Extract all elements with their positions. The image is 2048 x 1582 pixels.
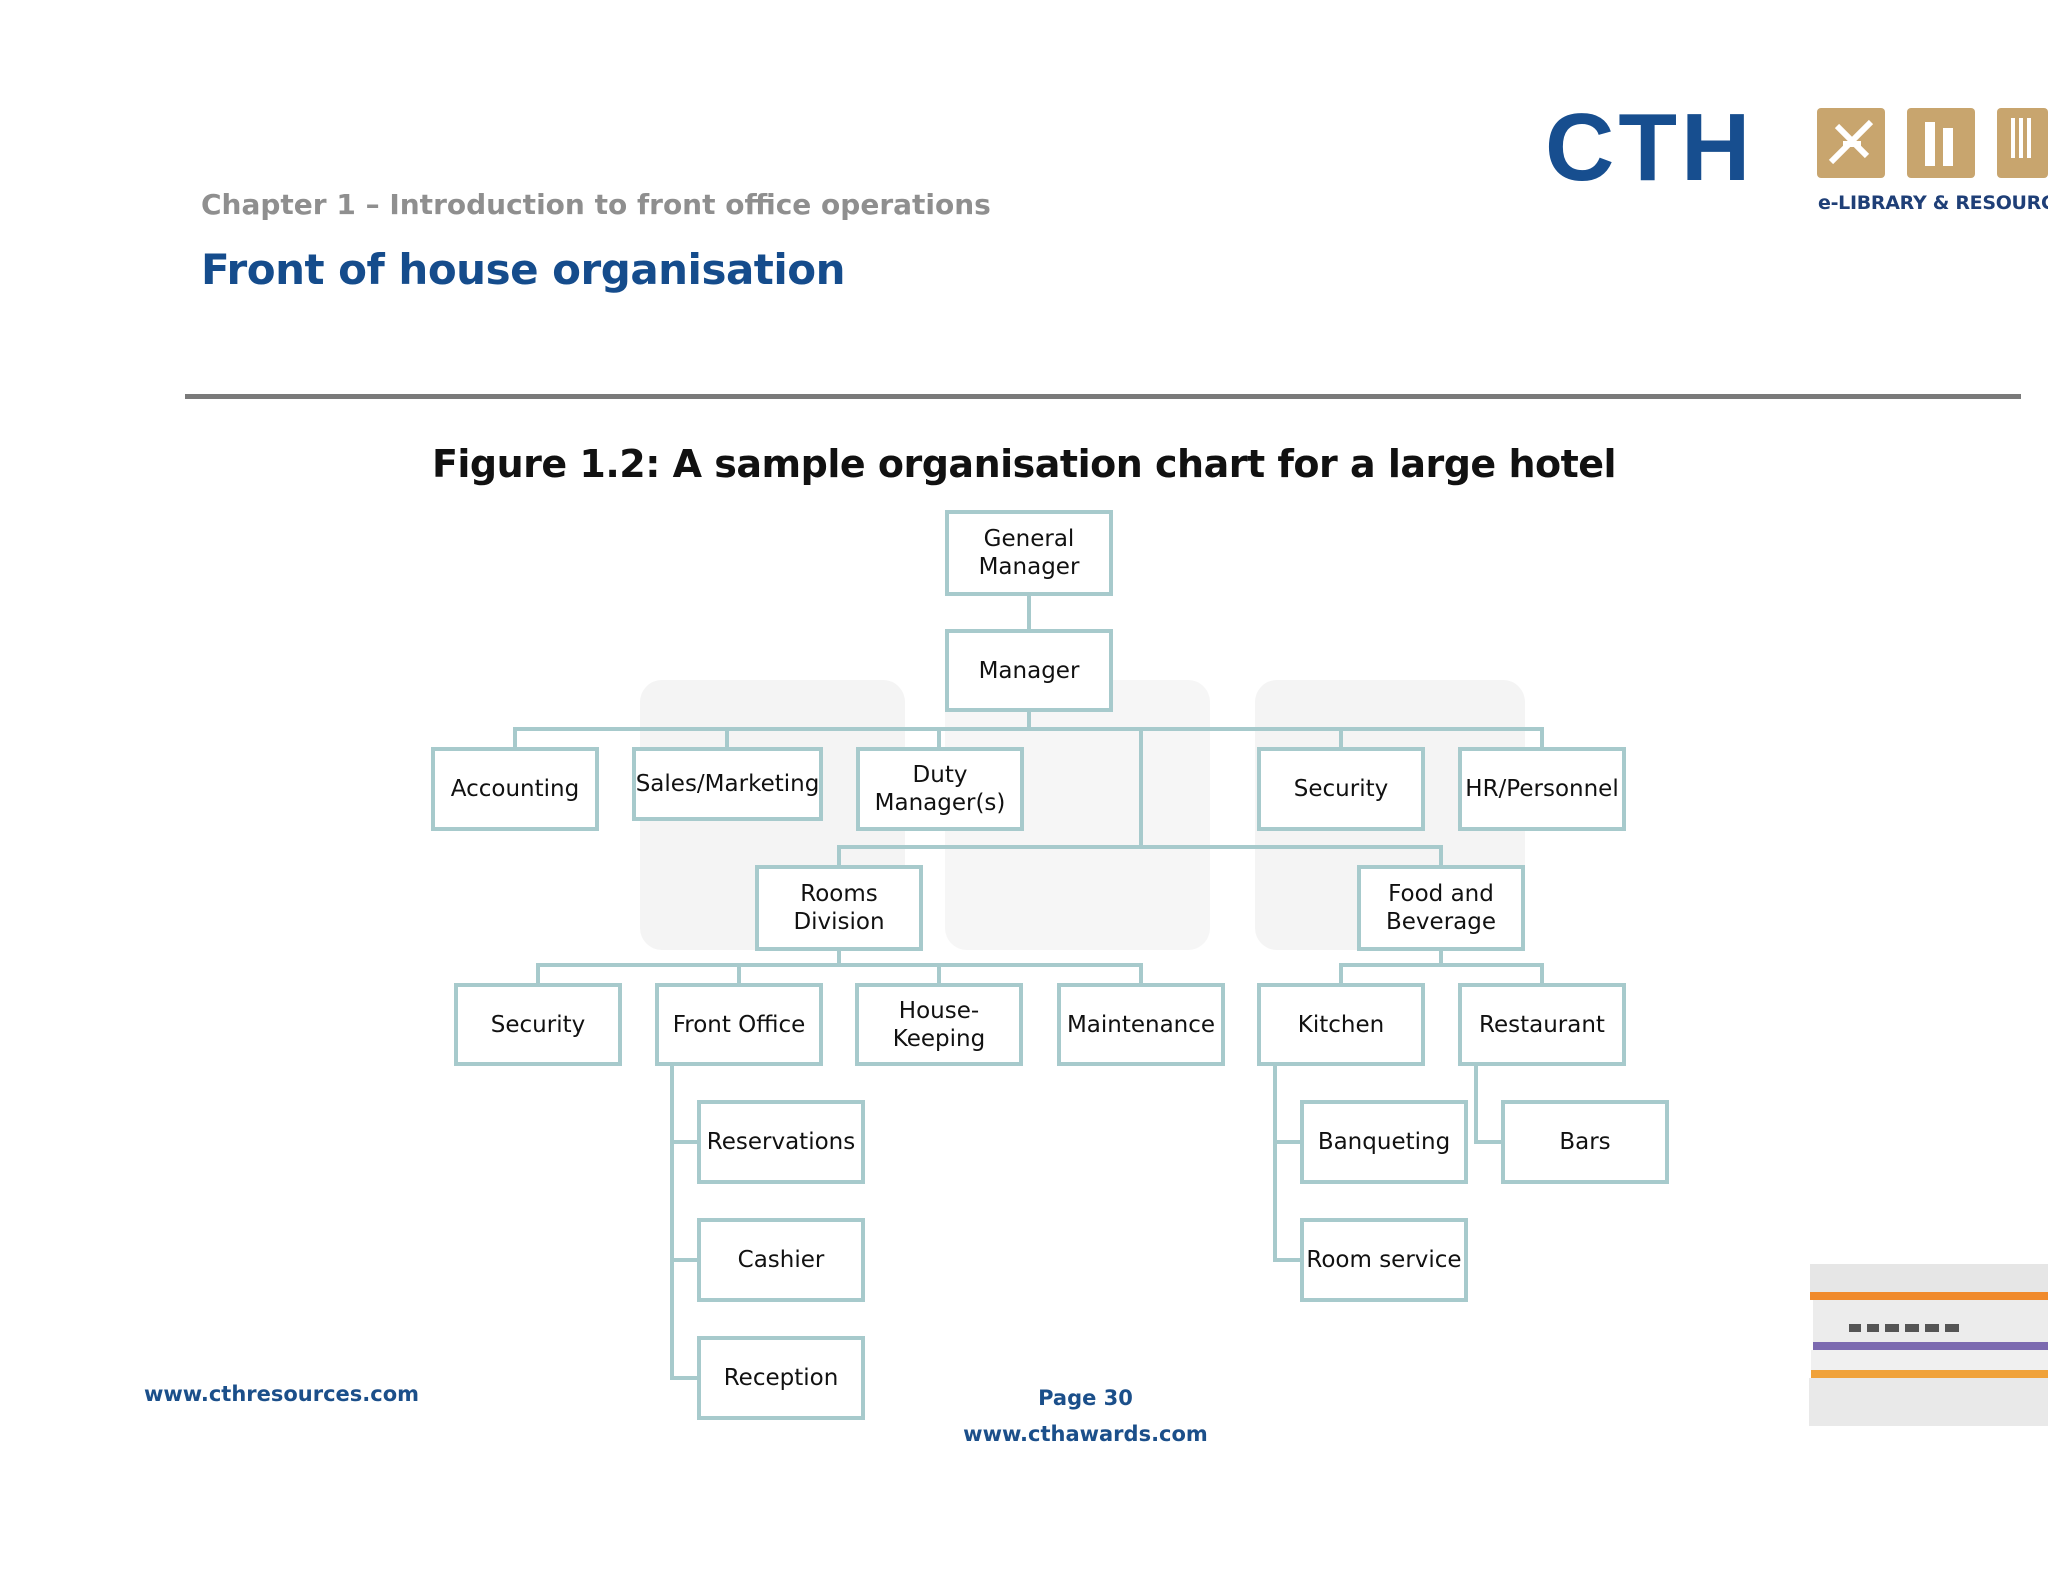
node-kitchen: Kitchen <box>1257 983 1425 1066</box>
node-security-rooms: Security <box>454 983 622 1066</box>
node-room-service: Room service <box>1300 1218 1468 1302</box>
node-bars: Bars <box>1501 1100 1669 1184</box>
node-reservations: Reservations <box>697 1100 865 1184</box>
node-maintenance: Maintenance <box>1057 983 1225 1066</box>
books-image <box>1809 1264 2048 1426</box>
page-title: Front of house organisation <box>201 245 846 294</box>
node-food-and-beverage: Food and Beverage <box>1357 865 1525 951</box>
page-number: Page 30 <box>1038 1386 1133 1410</box>
node-front-office: Front Office <box>655 983 823 1066</box>
footer-resources-link[interactable]: www.cthresources.com <box>144 1382 420 1406</box>
divider <box>185 394 2021 399</box>
figure-caption: Figure 1.2: A sample organisation chart … <box>431 442 1617 486</box>
node-accounting: Accounting <box>431 747 599 831</box>
node-restaurant: Restaurant <box>1458 983 1626 1066</box>
logo-tagline: e-LIBRARY & RESOURCE <box>1818 192 2048 214</box>
chapter-heading: Chapter 1 – Introduction to front office… <box>201 188 991 221</box>
node-duty-managers: Duty Manager(s) <box>856 747 1024 831</box>
footer-site-link[interactable]: www.cthawards.com <box>963 1422 1208 1446</box>
node-security-top: Security <box>1257 747 1425 831</box>
node-rooms-division: Rooms Division <box>755 865 923 951</box>
svg-text:CTH: CTH <box>1545 100 1754 201</box>
node-sales-marketing: Sales/Marketing <box>632 747 823 821</box>
node-banqueting: Banqueting <box>1300 1100 1468 1184</box>
node-general-manager: General Manager <box>945 510 1113 596</box>
node-cashier: Cashier <box>697 1218 865 1302</box>
node-housekeeping: House- Keeping <box>855 983 1023 1066</box>
cth-logo: CTH <box>1545 100 2048 201</box>
node-manager: Manager <box>945 629 1113 712</box>
node-hr-personnel: HR/Personnel <box>1458 747 1626 831</box>
node-reception: Reception <box>697 1336 865 1420</box>
